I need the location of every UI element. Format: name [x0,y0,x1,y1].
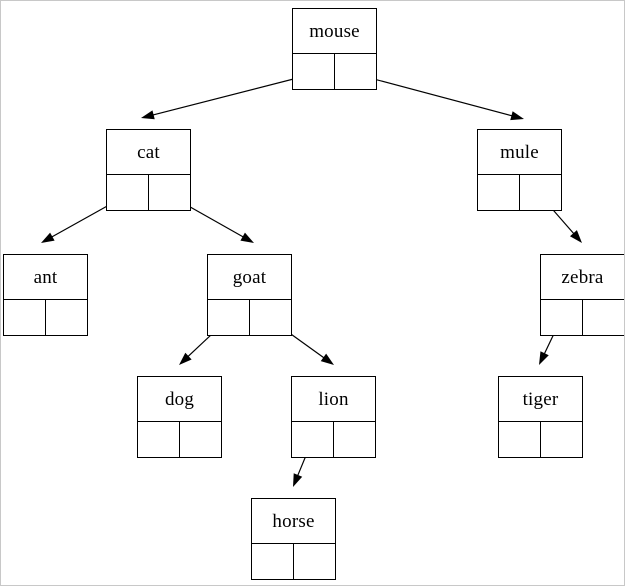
edge-arrowhead [569,230,582,243]
tree-node-pointer-cells [4,300,87,335]
tree-node-pointer-cells [541,300,624,335]
left-pointer-cell[interactable] [252,544,294,579]
left-pointer-cell[interactable] [107,175,149,210]
tree-edge-mouse-to-mule [354,73,524,121]
tree-node-pointer-cells [252,544,335,579]
left-pointer-cell[interactable] [478,175,520,210]
tree-node-horse[interactable]: horse [251,498,336,580]
tree-node-lion[interactable]: lion [291,376,376,458]
edge-line [151,73,314,116]
right-pointer-cell[interactable] [334,422,375,457]
edge-arrowhead [41,232,55,243]
tree-node-goat[interactable]: goat [207,254,292,336]
right-pointer-cell[interactable] [46,300,87,335]
edge-arrowhead [293,473,303,487]
edge-arrowhead [510,111,524,121]
left-pointer-cell[interactable] [292,422,334,457]
tree-node-pointer-cells [478,175,561,210]
tree-node-pointer-cells [499,422,582,457]
tree-node-label: lion [292,377,375,422]
tree-node-dog[interactable]: dog [137,376,222,458]
tree-node-label: mule [478,130,561,175]
right-pointer-cell[interactable] [180,422,221,457]
tree-node-label: mouse [293,9,376,54]
tree-node-label: ant [4,255,87,300]
tree-node-mule[interactable]: mule [477,129,562,211]
right-pointer-cell[interactable] [541,422,582,457]
tree-node-label: cat [107,130,190,175]
tree-node-label: dog [138,377,221,422]
left-pointer-cell[interactable] [4,300,46,335]
left-pointer-cell[interactable] [138,422,180,457]
tree-node-label: zebra [541,255,624,300]
right-pointer-cell[interactable] [294,544,335,579]
right-pointer-cell[interactable] [335,54,376,89]
right-pointer-cell[interactable] [250,300,291,335]
tree-node-tiger[interactable]: tiger [498,376,583,458]
tree-node-cat[interactable]: cat [106,129,191,211]
left-pointer-cell[interactable] [293,54,335,89]
left-pointer-cell[interactable] [541,300,583,335]
edge-arrowhead [240,232,254,243]
tree-node-zebra[interactable]: zebra [540,254,624,336]
tree-node-label: horse [252,499,335,544]
tree-edge-mouse-to-cat [141,73,314,120]
tree-node-label: tiger [499,377,582,422]
tree-node-label: goat [208,255,291,300]
left-pointer-cell[interactable] [208,300,250,335]
tree-node-pointer-cells [208,300,291,335]
tree-node-pointer-cells [107,175,190,210]
right-pointer-cell[interactable] [583,300,624,335]
tree-node-pointer-cells [292,422,375,457]
edge-arrowhead [539,351,549,365]
edge-line [354,73,514,117]
right-pointer-cell[interactable] [149,175,190,210]
edge-arrowhead [141,110,155,120]
tree-node-ant[interactable]: ant [3,254,88,336]
edge-arrowhead [320,353,334,365]
tree-node-pointer-cells [293,54,376,89]
left-pointer-cell[interactable] [499,422,541,457]
right-pointer-cell[interactable] [520,175,561,210]
tree-node-mouse[interactable]: mouse [292,8,377,90]
edge-arrowhead [179,352,192,365]
tree-node-pointer-cells [138,422,221,457]
